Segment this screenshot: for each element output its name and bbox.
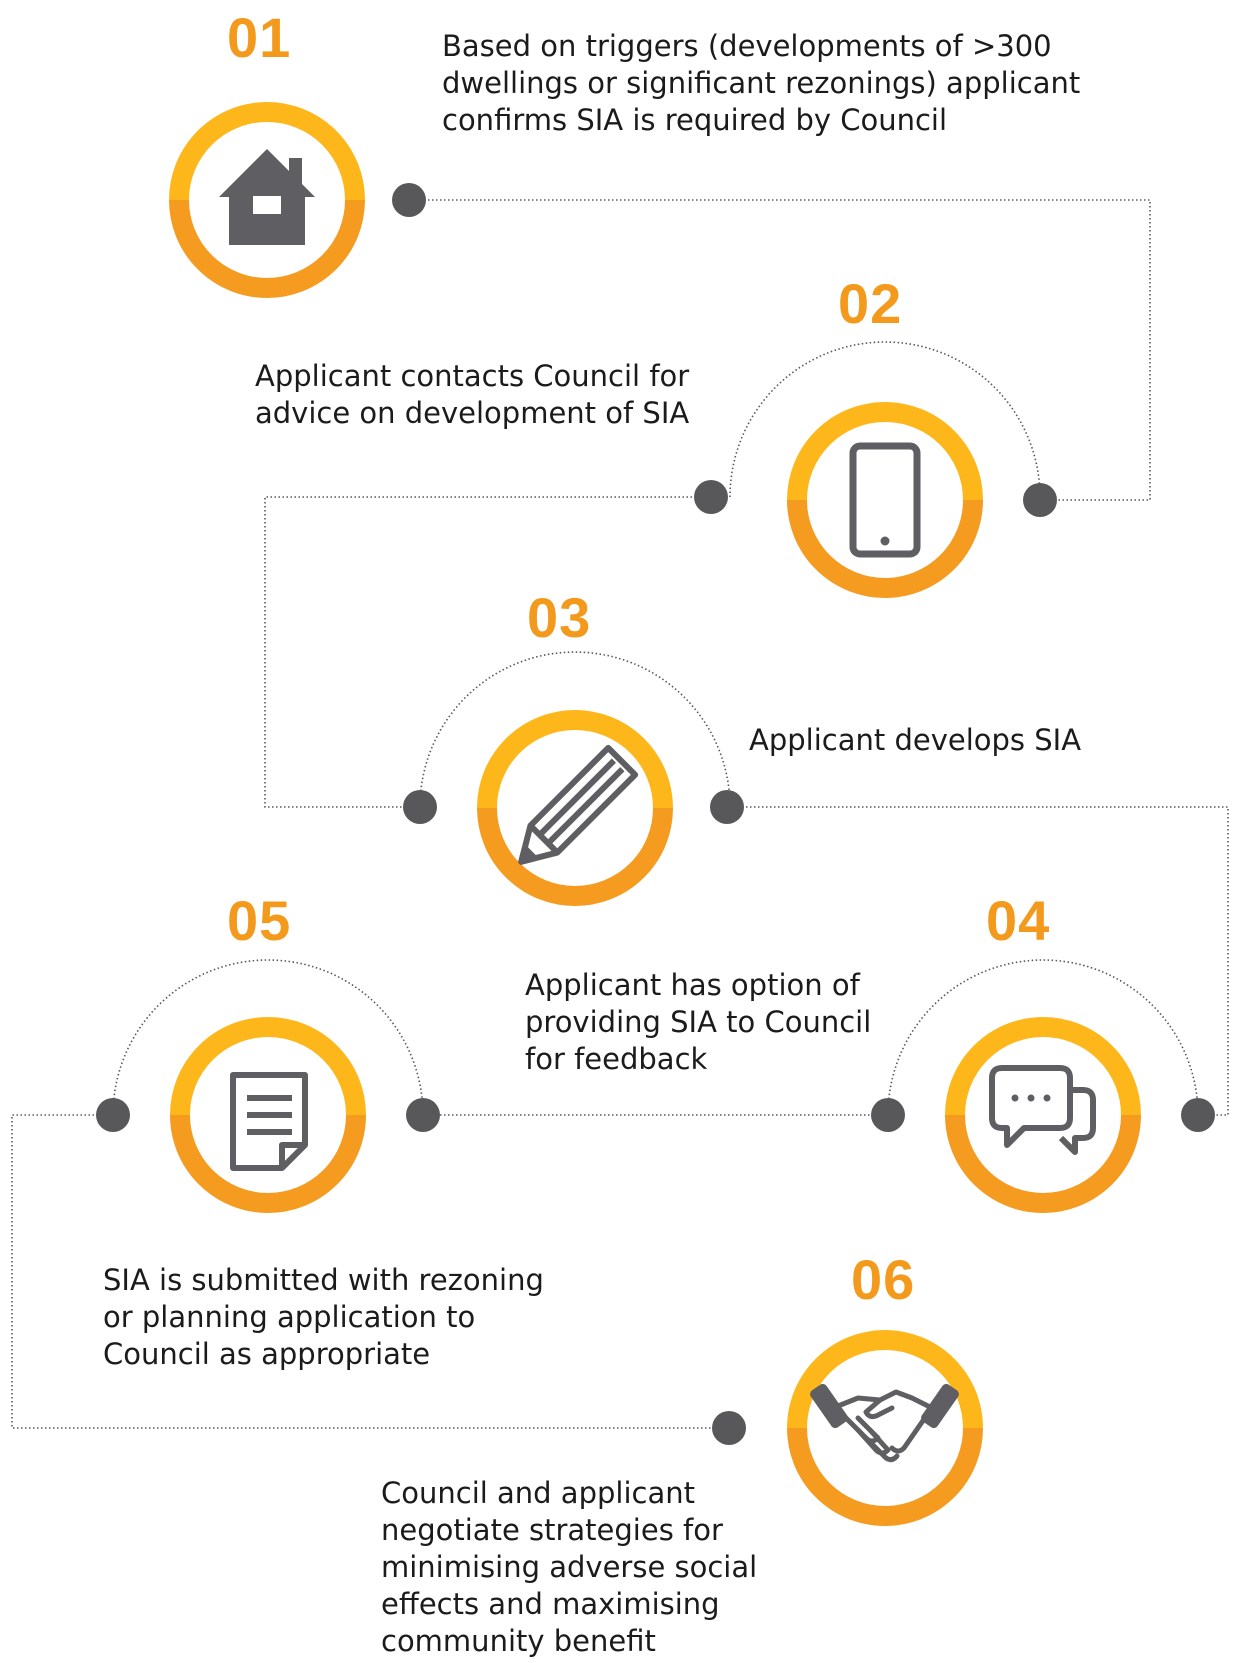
node-05-right (406, 1098, 440, 1132)
pencil-icon (518, 744, 639, 865)
step-02-line: advice on development of SIA (255, 396, 690, 430)
step-description-01: Based on triggers (developments of >300 … (442, 28, 1080, 139)
step-description-04: Applicant has option of providing SIA to… (525, 967, 871, 1078)
step-description-06: Council and applicant negotiate strategi… (381, 1475, 757, 1660)
step-06-line: negotiate strategies for (381, 1513, 723, 1547)
node-03-left (403, 790, 437, 824)
step-circle-01 (169, 102, 365, 298)
step-02-line: Applicant contacts Council for (255, 359, 690, 393)
node-04-right (1181, 1098, 1215, 1132)
step-circle-03 (477, 710, 673, 906)
step-description-05: SIA is submitted with rezoning or planni… (103, 1262, 544, 1373)
step-circle-04 (945, 1017, 1141, 1213)
connector-lines (11, 199, 1229, 1429)
step-05-line: or planning application to (103, 1300, 476, 1334)
step-04-line: Applicant has option of (525, 968, 860, 1002)
step-05-line: SIA is submitted with rezoning (103, 1263, 544, 1297)
step-04-line: providing SIA to Council (525, 1005, 872, 1039)
step-number-01: 01 (227, 6, 292, 69)
node-02-left (694, 480, 728, 514)
connector-01-02 (420, 199, 1151, 501)
arc-02 (729, 341, 1041, 498)
step-circle-06 (787, 1330, 983, 1526)
step-06-line: Council and applicant (381, 1476, 695, 1510)
connection-nodes (96, 183, 1215, 1445)
arc-04 (887, 959, 1199, 1116)
step-04-line: for feedback (525, 1042, 708, 1076)
house-icon (219, 149, 315, 245)
step-number-02: 02 (838, 272, 903, 335)
document-icon (230, 1072, 308, 1171)
connector-02-03 (264, 496, 700, 808)
arc-05 (112, 959, 424, 1116)
node-04-left (871, 1098, 905, 1132)
arc-lines (112, 341, 1199, 1116)
node-02-right (1023, 483, 1057, 517)
handshake-icon (810, 1383, 959, 1463)
chat-bubbles-icon (989, 1065, 1096, 1155)
connector-05-06 (11, 1114, 712, 1429)
connector-03-04 (738, 806, 1229, 1116)
arc-03 (419, 651, 731, 808)
node-01-right (392, 183, 426, 217)
node-03-right (710, 790, 744, 824)
step-number-05: 05 (227, 889, 292, 952)
step-05-line: Council as appropriate (103, 1337, 431, 1371)
step-01-line: confirms SIA is required by Council (442, 103, 948, 137)
step-01-line: Based on triggers (developments of >300 (442, 29, 1052, 63)
step-circle-05 (170, 1017, 366, 1213)
step-description-02: Applicant contacts Council for advice on… (255, 358, 689, 432)
tablet-icon (849, 442, 921, 558)
step-description-03: Applicant develops SIA (749, 722, 1081, 759)
step-number-06: 06 (851, 1248, 916, 1311)
node-06-left (712, 1411, 746, 1445)
step-06-line: effects and maximising (381, 1587, 720, 1621)
step-circle-02 (787, 402, 983, 598)
step-01-line: dwellings or significant rezonings) appl… (442, 66, 1081, 100)
step-number-04: 04 (986, 889, 1051, 952)
step-number-03: 03 (527, 586, 592, 649)
step-06-line: community benefit (381, 1624, 656, 1658)
step-03-line: Applicant develops SIA (749, 723, 1082, 757)
step-06-line: minimising adverse social (381, 1550, 758, 1584)
node-05-left (96, 1098, 130, 1132)
